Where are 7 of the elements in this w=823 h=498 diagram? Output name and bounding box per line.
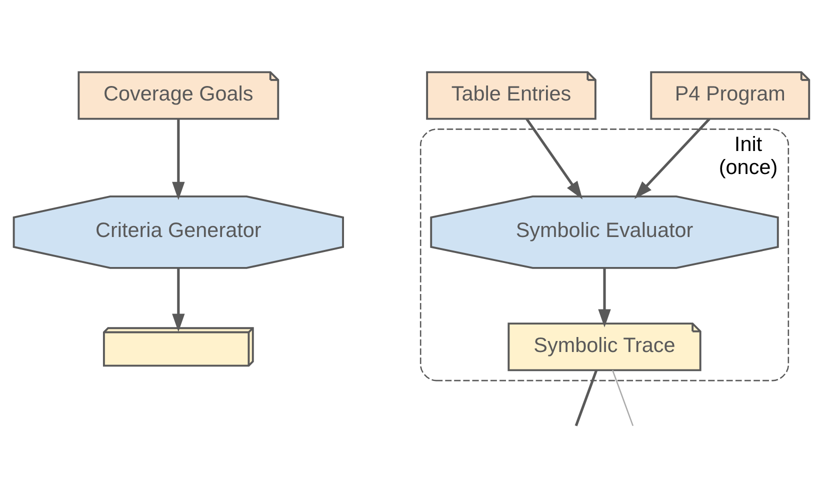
connector <box>612 370 634 426</box>
arrow <box>172 118 185 200</box>
arrow <box>526 118 583 199</box>
arrow <box>598 268 611 327</box>
arrow <box>634 118 710 198</box>
arrow <box>172 268 185 332</box>
connector <box>574 369 598 426</box>
